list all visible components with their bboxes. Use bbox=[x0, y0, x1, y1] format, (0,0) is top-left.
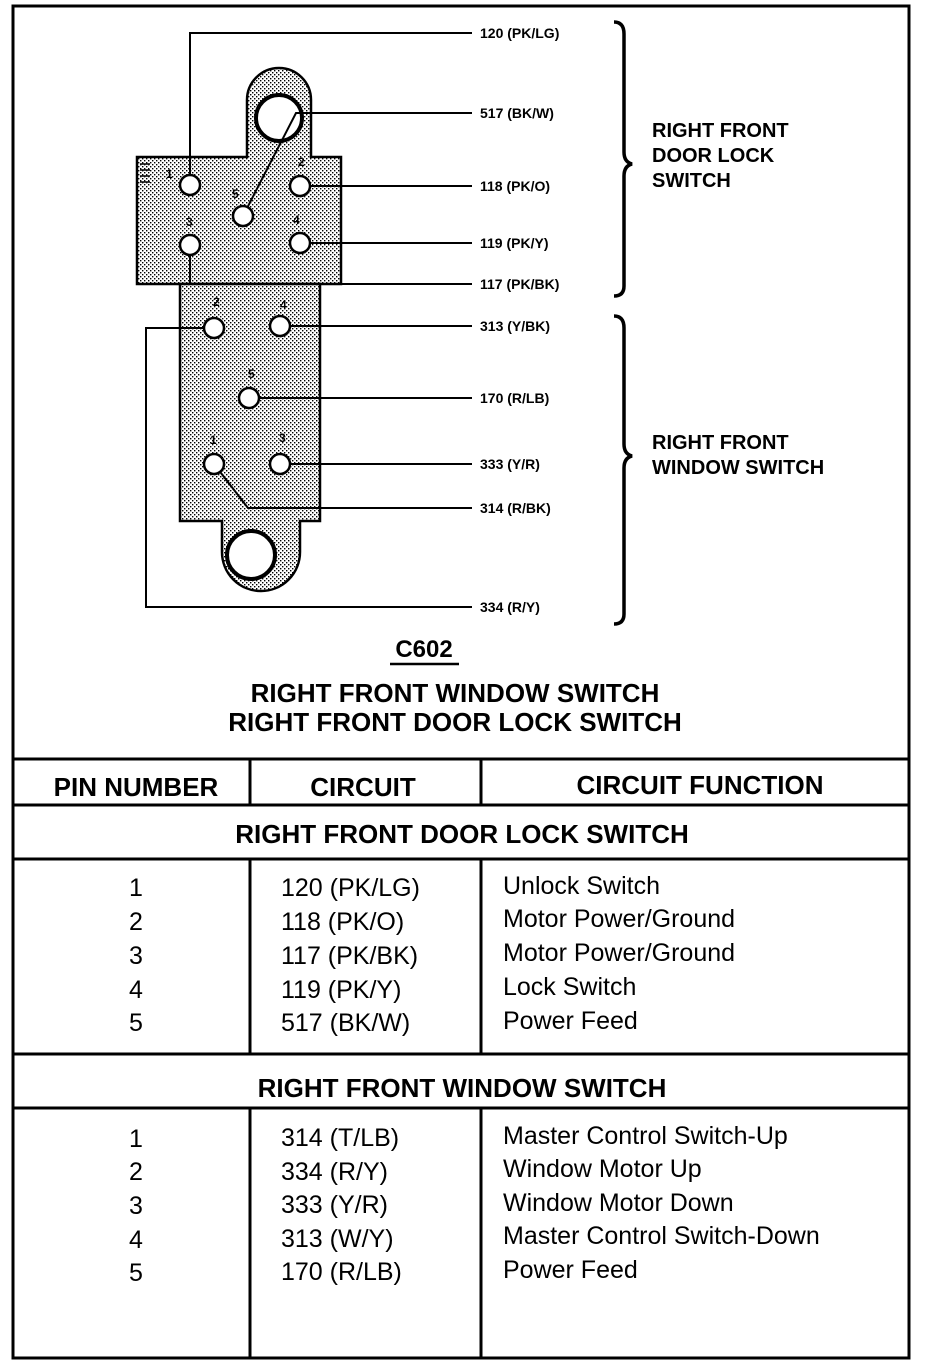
wire-117 bbox=[189, 245, 472, 285]
window-pin-4 bbox=[268, 314, 292, 338]
table-cell-function: Window Motor Down bbox=[503, 1189, 734, 1217]
table-cell-function: Motor Power/Ground bbox=[503, 905, 735, 933]
table-cell-pin: 2 bbox=[129, 908, 143, 936]
door-lock-group-label-line-2: DOOR LOCK bbox=[652, 145, 775, 167]
table-cell-function: Lock Switch bbox=[503, 973, 636, 1001]
window-pin-5-label: 5 bbox=[248, 367, 255, 381]
wire-labels: 120 (PK/LG) 517 (BK/W) 118 (PK/O) 119 (P… bbox=[480, 25, 559, 615]
section-title-window: RIGHT FRONT WINDOW SWITCH bbox=[258, 1073, 667, 1103]
table-cell-circuit: 334 (R/Y) bbox=[281, 1158, 388, 1186]
wire-314 bbox=[213, 463, 472, 509]
window-group-label-line-2: WINDOW SWITCH bbox=[652, 457, 824, 479]
door-lock-group-label-line-1: RIGHT FRONT bbox=[652, 120, 789, 142]
wire-label-334: 334 (R/Y) bbox=[480, 599, 540, 615]
edge-ribs bbox=[140, 163, 150, 183]
window-pin-2 bbox=[202, 316, 226, 340]
table-cell-circuit: 517 (BK/W) bbox=[281, 1009, 410, 1037]
table-cell-circuit: 118 (PK/O) bbox=[281, 908, 404, 936]
door-lock-pin-2-label: 2 bbox=[298, 155, 305, 169]
table-column-rules bbox=[248, 759, 483, 1358]
door-lock-pin-1 bbox=[178, 173, 202, 197]
window-pin-3-label: 3 bbox=[279, 431, 286, 445]
table-cell-circuit: 117 (PK/BK) bbox=[281, 942, 418, 970]
window-pin-3 bbox=[268, 452, 292, 476]
wire-334 bbox=[145, 327, 472, 608]
table-cell-pin: 5 bbox=[129, 1259, 143, 1287]
wire-label-170: 170 (R/LB) bbox=[480, 390, 549, 406]
wire-label-314: 314 (R/BK) bbox=[480, 500, 551, 516]
table-cell-circuit: 333 (Y/R) bbox=[281, 1191, 388, 1219]
wire-label-333: 333 (Y/R) bbox=[480, 456, 540, 472]
group-brackets bbox=[613, 20, 633, 626]
table-cell-function: Window Motor Up bbox=[503, 1155, 702, 1183]
table-cell-pin: 1 bbox=[129, 874, 143, 902]
table-cell-circuit: 170 (R/LB) bbox=[281, 1258, 402, 1286]
door-lock-rows: 1 120 (PK/LG) Unlock Switch 2 118 (PK/O)… bbox=[129, 872, 735, 1037]
window-pin-4-label: 4 bbox=[280, 298, 287, 312]
door-lock-pin-3 bbox=[178, 233, 202, 257]
connector-id: C602 bbox=[395, 636, 452, 663]
door-lock-pin-3-label: 3 bbox=[186, 215, 193, 229]
lower-mounting-hole bbox=[225, 529, 277, 581]
door-lock-pin-2 bbox=[288, 174, 312, 198]
connector-title-line-2: RIGHT FRONT DOOR LOCK SWITCH bbox=[228, 707, 682, 737]
table-cell-function: Unlock Switch bbox=[503, 872, 660, 900]
table-cell-pin: 1 bbox=[129, 1125, 143, 1153]
upper-mounting-hole bbox=[254, 93, 304, 143]
table-cell-function: Motor Power/Ground bbox=[503, 939, 735, 967]
table-cell-function: Power Feed bbox=[503, 1256, 638, 1284]
table-cell-pin: 4 bbox=[129, 976, 143, 1004]
connector-drawing: 1 2 3 4 5 1 2 3 4 5 120 (PK/LG) 517 (BK/… bbox=[135, 20, 824, 737]
wire-lines bbox=[145, 32, 472, 608]
table-cell-pin: 2 bbox=[129, 1158, 143, 1186]
door-lock-pin-5-label: 5 bbox=[232, 187, 239, 201]
table-cell-circuit: 314 (T/LB) bbox=[281, 1124, 399, 1152]
door-lock-pin-4 bbox=[288, 231, 312, 255]
door-lock-pin-1-label: 1 bbox=[166, 167, 173, 181]
window-switch-body bbox=[178, 282, 322, 593]
window-rows: 1 314 (T/LB) Master Control Switch-Up 2 … bbox=[129, 1122, 820, 1287]
wire-label-120: 120 (PK/LG) bbox=[480, 25, 559, 41]
window-pin-1-label: 1 bbox=[210, 433, 217, 447]
connector-title-line-1: RIGHT FRONT WINDOW SWITCH bbox=[251, 678, 660, 708]
table-cell-pin: 3 bbox=[129, 1192, 143, 1220]
pin-sockets bbox=[178, 173, 312, 476]
window-pin-5 bbox=[237, 386, 261, 410]
door-lock-pin-4-label: 4 bbox=[293, 213, 300, 227]
wire-120 bbox=[189, 32, 472, 185]
table-cell-circuit: 120 (PK/LG) bbox=[281, 874, 420, 902]
window-pin-2-label: 2 bbox=[213, 295, 220, 309]
wire-label-313: 313 (Y/BK) bbox=[480, 318, 550, 334]
table-cell-pin: 3 bbox=[129, 942, 143, 970]
door-lock-bracket bbox=[613, 20, 633, 298]
table-cell-function: Power Feed bbox=[503, 1007, 638, 1035]
wire-label-118: 118 (PK/O) bbox=[480, 178, 550, 194]
window-group-label-line-1: RIGHT FRONT bbox=[652, 432, 789, 454]
pin-numbers: 1 2 3 4 5 1 2 3 4 5 bbox=[166, 155, 305, 447]
pinout-table: PIN NUMBER CIRCUIT CIRCUIT FUNCTION RIGH… bbox=[13, 757, 909, 1358]
door-lock-pin-5 bbox=[231, 204, 255, 228]
window-bracket bbox=[613, 314, 633, 626]
table-cell-function: Master Control Switch-Down bbox=[503, 1222, 820, 1250]
wire-label-117: 117 (PK/BK) bbox=[480, 276, 559, 292]
wire-label-119: 119 (PK/Y) bbox=[480, 235, 548, 251]
door-lock-group-label-line-3: SWITCH bbox=[652, 170, 731, 192]
header-circuit: CIRCUIT bbox=[310, 772, 416, 802]
table-cell-circuit: 119 (PK/Y) bbox=[281, 976, 401, 1004]
section-title-door-lock: RIGHT FRONT DOOR LOCK SWITCH bbox=[235, 819, 689, 849]
table-cell-function: Master Control Switch-Up bbox=[503, 1122, 788, 1150]
table-cell-pin: 5 bbox=[129, 1009, 143, 1037]
header-circuit-function: CIRCUIT FUNCTION bbox=[577, 770, 824, 800]
header-pin-number: PIN NUMBER bbox=[54, 772, 219, 802]
table-cell-circuit: 313 (W/Y) bbox=[281, 1225, 394, 1253]
outer-border bbox=[11, 4, 911, 1360]
wire-label-517: 517 (BK/W) bbox=[480, 105, 554, 121]
wire-517 bbox=[242, 112, 472, 217]
table-cell-pin: 4 bbox=[129, 1226, 143, 1254]
table-rules bbox=[13, 757, 909, 1110]
window-pin-1 bbox=[202, 452, 226, 476]
